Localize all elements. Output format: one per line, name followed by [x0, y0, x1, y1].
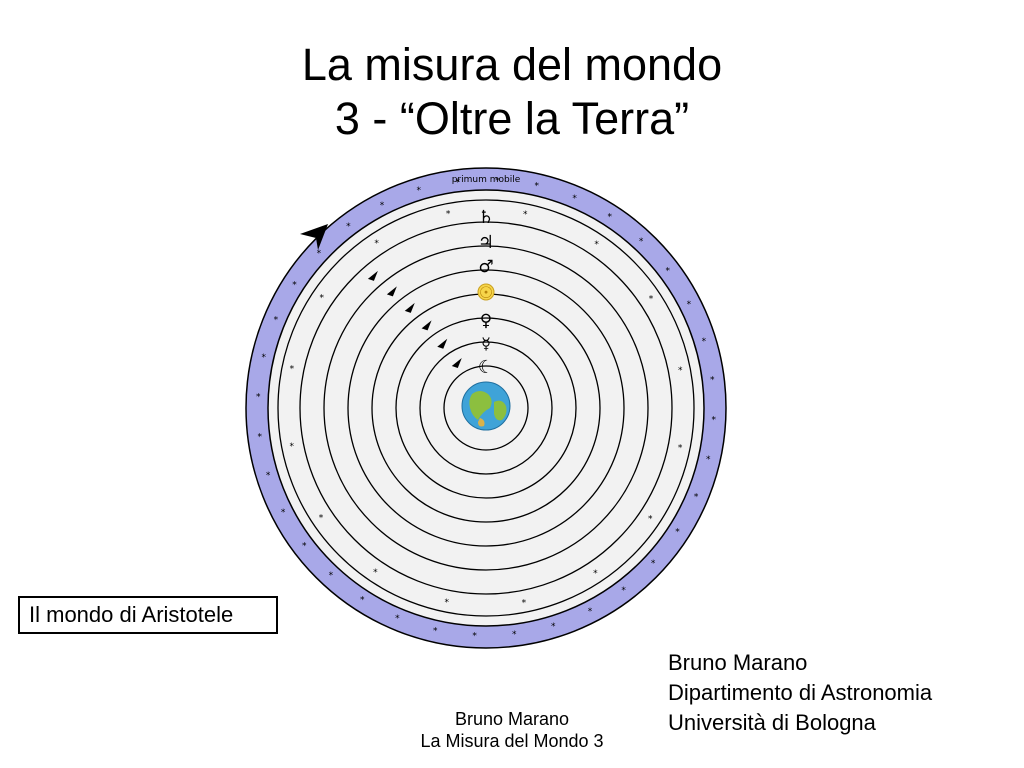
- star-icon: *: [292, 280, 297, 290]
- star-icon: *: [320, 293, 325, 303]
- star-icon: *: [694, 493, 699, 503]
- primum-mobile-arrow: [300, 224, 328, 250]
- star-icon: *: [551, 622, 556, 632]
- star-icon: *: [588, 607, 593, 617]
- mercury-icon: ☿: [481, 334, 491, 353]
- star-icon: *: [266, 471, 271, 481]
- star-icon: *: [687, 300, 692, 310]
- mars-icon: ♂: [478, 257, 493, 277]
- star-icon: *: [607, 213, 612, 223]
- footer-title: La Misura del Mondo 3: [420, 731, 604, 751]
- star-icon: *: [256, 393, 261, 403]
- star-icon: *: [522, 598, 527, 608]
- star-icon: *: [360, 596, 365, 606]
- sun-disc: [477, 283, 495, 301]
- star-icon: *: [512, 630, 517, 640]
- orbit-arrow-icon: [437, 338, 448, 349]
- star-icon: *: [455, 178, 460, 188]
- star-icon: *: [329, 571, 334, 581]
- star-icon: *: [373, 568, 378, 578]
- slide-title: La misura del mondo 3 - “Oltre la Terra”: [0, 38, 1024, 146]
- moon-icon: ☾: [478, 357, 494, 378]
- star-icon: *: [395, 614, 400, 624]
- rotation-arrows: [367, 270, 462, 368]
- title-line-1: La misura del mondo: [301, 39, 723, 90]
- star-icon: *: [444, 598, 449, 608]
- star-icon: *: [346, 222, 351, 232]
- star-icon: *: [289, 442, 294, 452]
- star-icon: *: [711, 415, 716, 425]
- star-icon: *: [621, 586, 626, 596]
- star-icon: *: [374, 239, 379, 249]
- jupiter-icon: ♃: [478, 232, 494, 253]
- sphere-ring: [443, 365, 529, 451]
- star-icon: *: [258, 432, 263, 442]
- star-icon: *: [572, 194, 577, 204]
- author-name: Bruno Marano: [668, 650, 808, 675]
- orbit-arrow-icon: [367, 270, 378, 281]
- star-icon: *: [594, 240, 599, 250]
- star-icon: *: [290, 365, 295, 375]
- sphere-ring: [299, 221, 673, 595]
- sun-icon: ☉: [479, 283, 493, 302]
- earth-icon: [461, 381, 511, 431]
- title-line-2: 3 - “Oltre la Terra”: [334, 93, 690, 144]
- venus-icon: ♀: [480, 311, 492, 331]
- star-icon: *: [317, 249, 322, 259]
- star-icon: *: [446, 210, 451, 220]
- star-icon: *: [639, 237, 644, 247]
- star-icon: *: [648, 515, 653, 525]
- author-info: Bruno Marano Dipartimento di Astronomia …: [668, 648, 932, 738]
- star-icon: *: [281, 508, 286, 518]
- footer-author: Bruno Marano: [454, 709, 570, 729]
- star-icon: *: [666, 266, 671, 276]
- star-icon: *: [261, 353, 266, 363]
- star-icon: *: [417, 186, 422, 196]
- diagram-caption: Il mondo di Aristotele: [18, 596, 278, 634]
- star-icon: *: [675, 528, 680, 538]
- author-department: Dipartimento di Astronomia: [668, 680, 933, 705]
- star-icon: *: [678, 366, 683, 376]
- sphere-ring: [347, 269, 625, 547]
- sphere-ring: [323, 245, 649, 571]
- star-icon: *: [302, 542, 307, 552]
- star-icon: *: [710, 376, 715, 386]
- star-icon: *: [472, 632, 477, 642]
- star-icon: *: [433, 626, 438, 636]
- star-icon: *: [319, 513, 324, 523]
- author-university: Università di Bologna: [668, 710, 876, 735]
- aristotelian-cosmos-diagram: primum mobile **************************…: [245, 167, 727, 649]
- star-icon: *: [380, 201, 385, 211]
- star-icon: *: [706, 455, 711, 465]
- star-icon: *: [678, 443, 683, 453]
- star-icon: *: [523, 210, 528, 220]
- star-icon: *: [495, 176, 500, 186]
- fixed-stars: * * * * * * * * * * * * * * * * * * * * * * * * * * * * * * * * * * * * * * * *…: [256, 176, 716, 641]
- slide-footer: Bruno Marano La Misura del Mondo 3: [400, 708, 624, 752]
- saturn-icon: ♄: [478, 207, 494, 228]
- star-icon: *: [702, 337, 707, 347]
- sphere-ring: [277, 199, 695, 617]
- sphere-ring: [419, 341, 553, 475]
- orbit-arrow-icon: [404, 302, 415, 313]
- star-icon: *: [651, 559, 656, 569]
- orbit-arrow-icon: [386, 286, 397, 297]
- primum-mobile-label: primum mobile: [452, 175, 521, 185]
- orbit-arrow-icon: [451, 357, 462, 368]
- star-icon: *: [274, 315, 279, 325]
- star-icon: *: [649, 295, 654, 305]
- sphere-ring: [395, 317, 577, 499]
- star-icon: *: [535, 182, 540, 192]
- orbit-arrow-icon: [421, 320, 432, 331]
- star-icon: *: [593, 569, 598, 579]
- planetary-spheres: [277, 199, 695, 617]
